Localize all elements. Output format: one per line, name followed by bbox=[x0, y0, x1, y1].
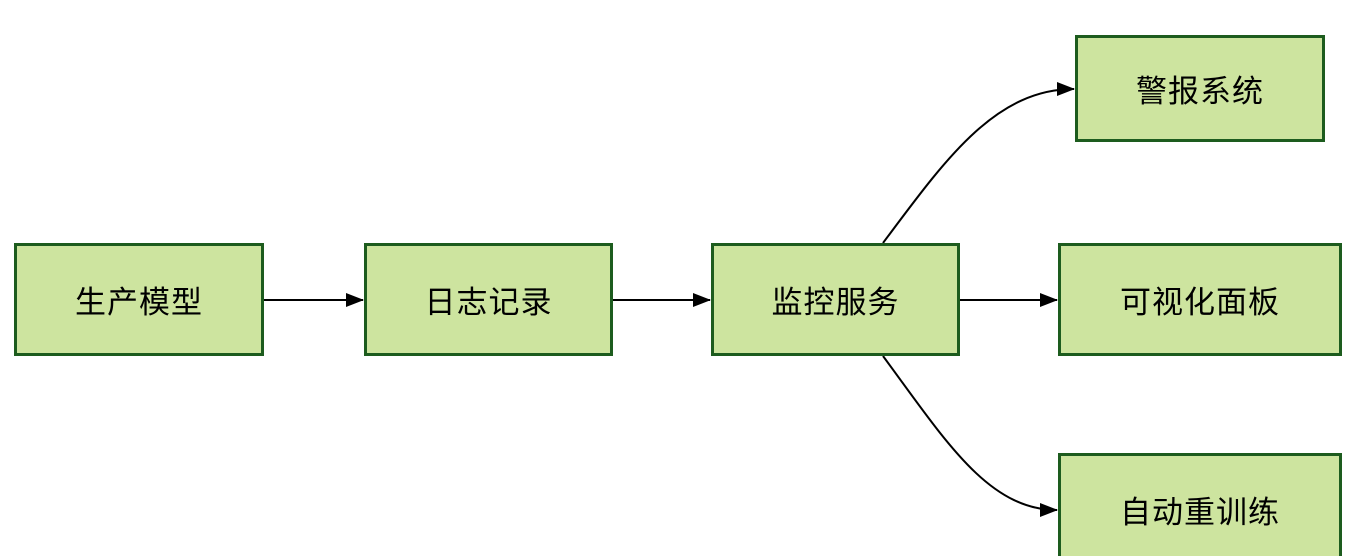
edge-monitoring-to-alert bbox=[882, 82, 1075, 244]
node-monitoring-service-label: 监控服务 bbox=[771, 285, 900, 320]
node-production-model: 生产模型 bbox=[14, 243, 264, 356]
node-alert-system: 警报系统 bbox=[1075, 35, 1325, 142]
node-auto-retraining: 自动重训练 bbox=[1058, 453, 1342, 556]
node-monitoring-service: 监控服务 bbox=[711, 243, 960, 356]
node-production-model-label: 生产模型 bbox=[75, 285, 203, 320]
node-visualization-panel: 可视化面板 bbox=[1058, 243, 1342, 356]
node-auto-retraining-label: 自动重训练 bbox=[1120, 495, 1280, 530]
node-alert-system-label: 警报系统 bbox=[1136, 74, 1264, 109]
node-logging-label: 日志记录 bbox=[424, 285, 553, 320]
node-visualization-panel-label: 可视化面板 bbox=[1120, 285, 1280, 320]
edge-monitoring-to-retraining bbox=[882, 355, 1058, 517]
node-logging: 日志记录 bbox=[364, 243, 613, 356]
